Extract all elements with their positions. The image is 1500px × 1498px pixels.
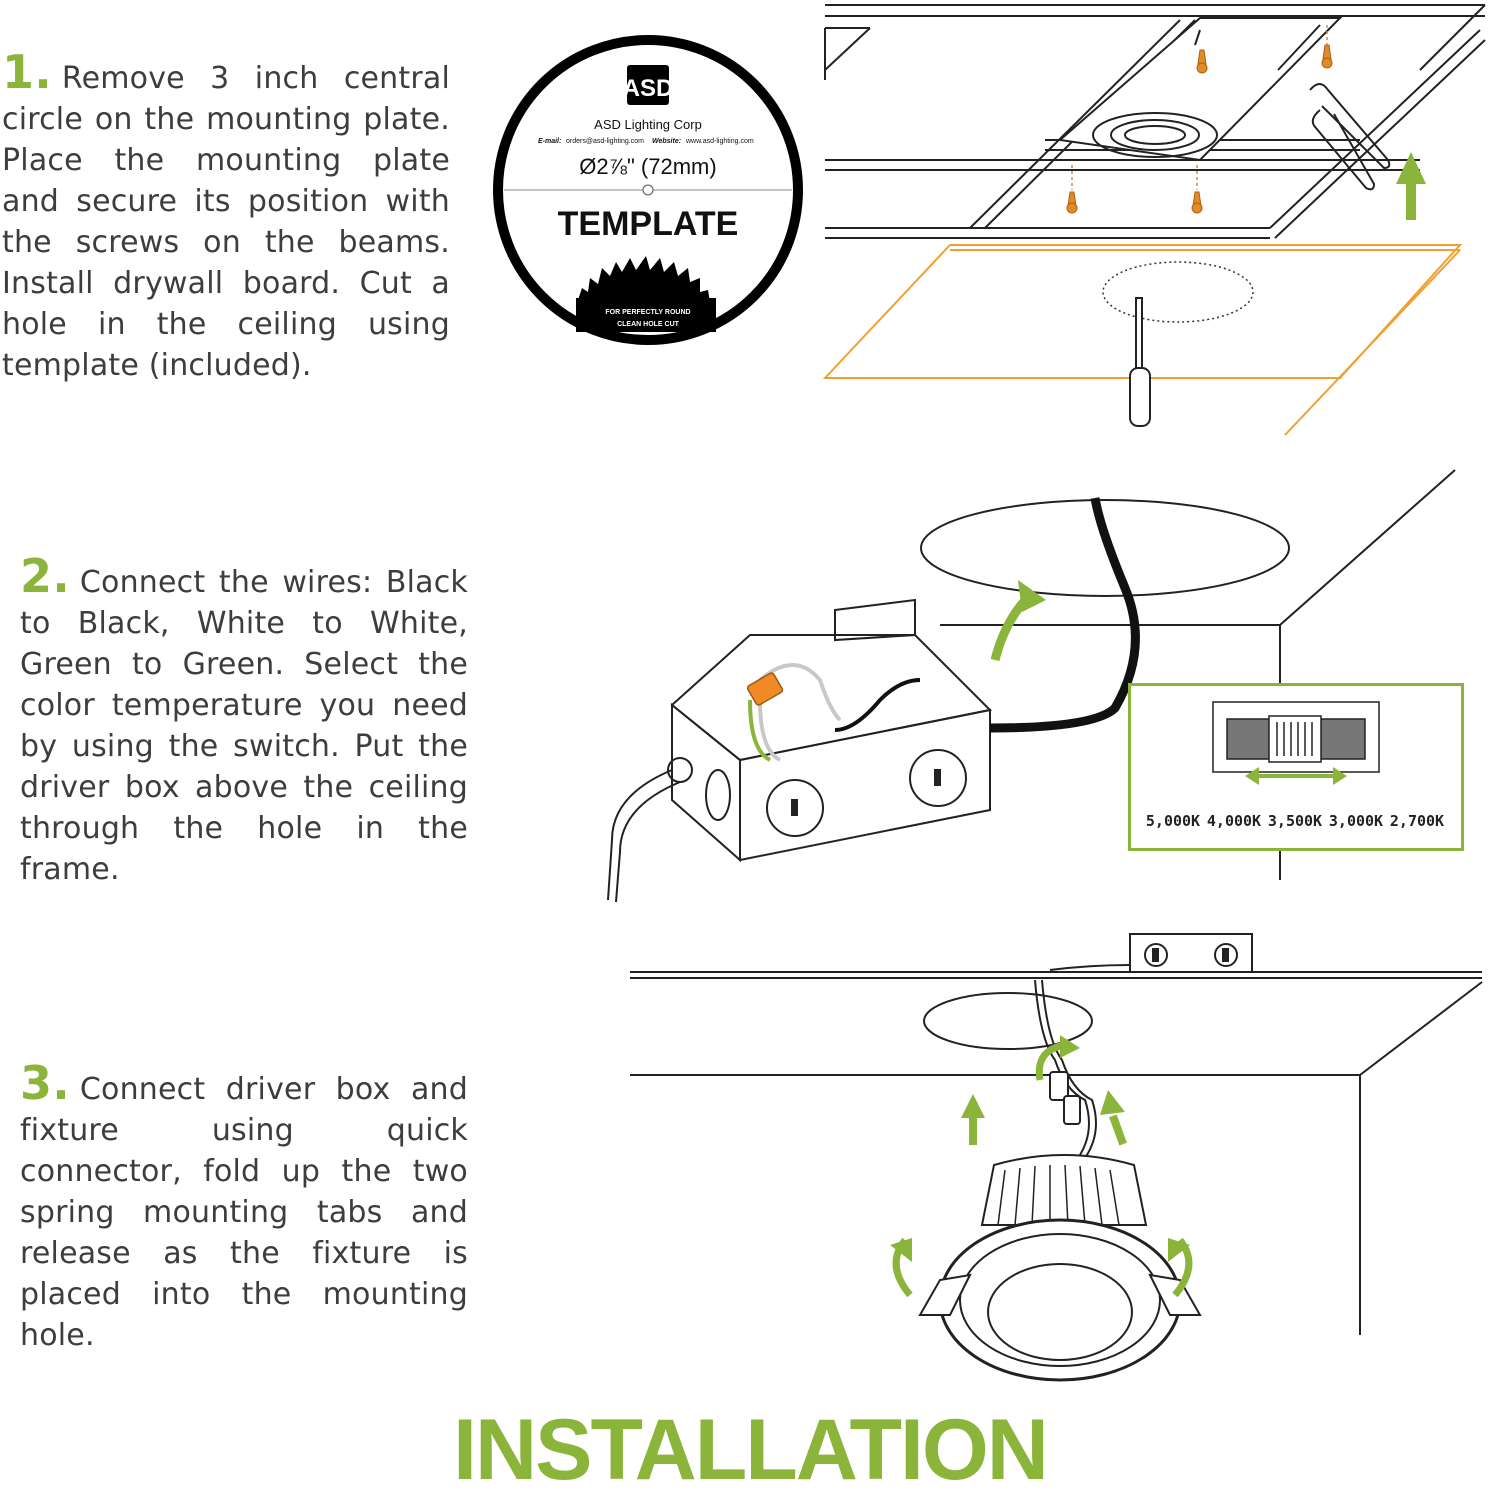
quick-connector-icon bbox=[1049, 1071, 1081, 1125]
up-arrow-icons bbox=[890, 1035, 1193, 1298]
step-1-number: 1. bbox=[2, 45, 52, 99]
cutting-template: ASD ASD Lighting Corp E-mail: orders@asd… bbox=[493, 35, 803, 345]
template-website-label: Website: bbox=[652, 138, 681, 145]
step-3-number: 3. bbox=[20, 1056, 70, 1110]
step-1-text: Remove 3 inch central circle on the moun… bbox=[2, 61, 450, 383]
pliers-icon bbox=[1309, 83, 1391, 191]
template-company: ASD Lighting Corp bbox=[594, 117, 702, 132]
page-title: INSTALLATION bbox=[453, 1402, 1049, 1498]
step-2: 2.Connect the wires: Black to Black, Whi… bbox=[20, 553, 468, 890]
up-arrow-icon bbox=[1396, 152, 1426, 220]
cct-label-3000: 3,000K bbox=[1329, 812, 1383, 830]
driver-box-illustration bbox=[607, 469, 1456, 903]
cct-label-5000: 5,000K bbox=[1146, 812, 1200, 830]
cct-label-4000: 4,000K bbox=[1207, 812, 1261, 830]
step-3-text: Connect driver box and fixture using qui… bbox=[20, 1072, 468, 1353]
asd-logo: ASD bbox=[623, 65, 674, 105]
wire-connector-icon bbox=[746, 672, 784, 706]
switch-slider[interactable] bbox=[1268, 715, 1322, 763]
double-arrow-icon bbox=[1245, 767, 1347, 785]
svg-text:ASD: ASD bbox=[623, 75, 674, 102]
step-2-text: Connect the wires: Black to Black, White… bbox=[20, 565, 468, 887]
template-footer-1: FOR PERFECTLY ROUND bbox=[605, 309, 690, 316]
drywall-board bbox=[822, 244, 1463, 436]
cct-label-3500: 3,500K bbox=[1268, 812, 1322, 830]
curved-up-arrow-icon bbox=[990, 580, 1046, 662]
cct-switch-callout: 5,000K 4,000K 3,500K 3,000K 2,700K bbox=[1128, 683, 1464, 851]
fixture-install-illustration bbox=[630, 933, 1483, 1382]
cct-label-2700: 2,700K bbox=[1390, 812, 1444, 830]
template-email: orders@asd-lighting.com bbox=[566, 138, 644, 145]
step-2-number: 2. bbox=[20, 549, 70, 603]
screw-icons bbox=[1066, 44, 1333, 214]
template-website: www.asd-lighting.com bbox=[685, 138, 754, 145]
step-1: 1.Remove 3 inch central circle on the mo… bbox=[2, 49, 450, 386]
hole-outline bbox=[1102, 261, 1254, 323]
template-size: Ø2⅞" (72mm) bbox=[579, 154, 716, 179]
template-footer-2: CLEAN HOLE CUT bbox=[617, 321, 680, 328]
template-email-label: E-mail: bbox=[538, 138, 561, 145]
template-heading: TEMPLATE bbox=[558, 205, 739, 243]
saw-blade-icon bbox=[576, 256, 716, 332]
black-cable bbox=[989, 497, 1140, 733]
saw-icon bbox=[1129, 297, 1151, 427]
step-3: 3.Connect driver box and fixture using q… bbox=[20, 1060, 468, 1356]
mounting-plate-illustration bbox=[822, 4, 1486, 436]
